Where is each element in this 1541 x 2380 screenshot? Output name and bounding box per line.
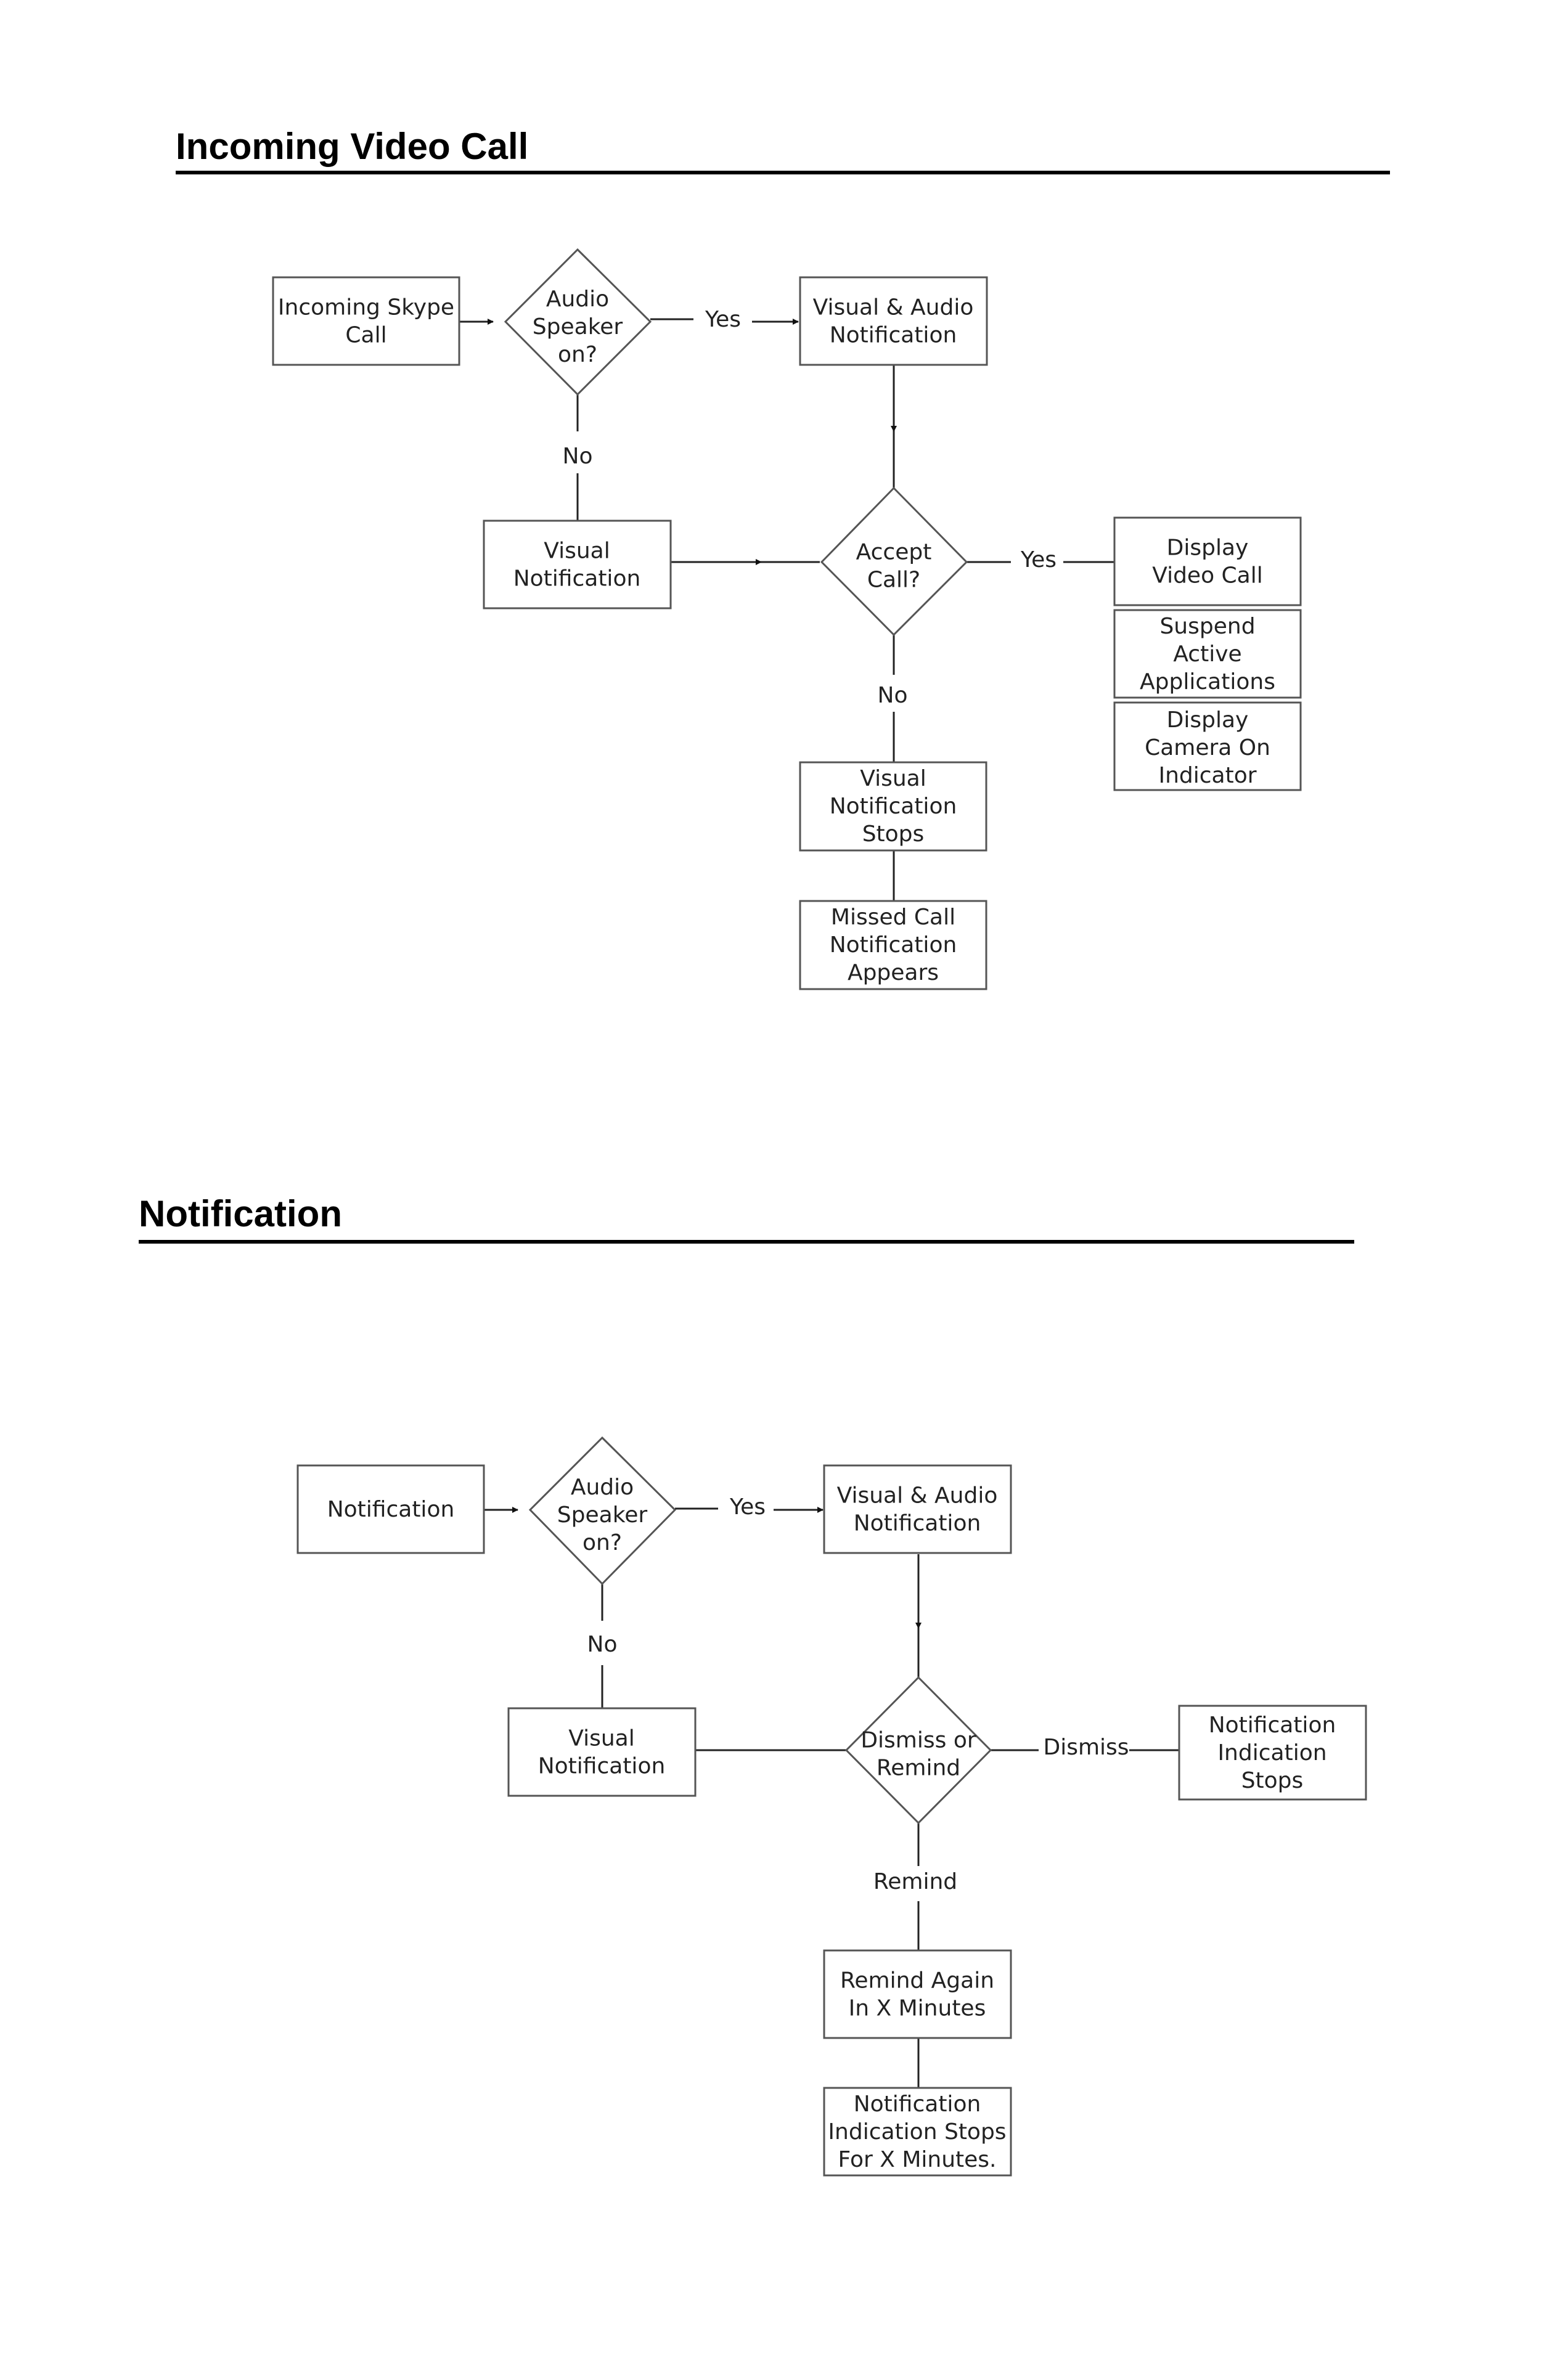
node-label: Dismiss or Remind — [860, 1728, 976, 1781]
node-label-line: Indication — [1217, 1740, 1326, 1766]
node-label-line: Notification — [513, 566, 641, 592]
section-title-incoming-video-call: Incoming Video Call — [176, 126, 528, 167]
node-label-line: Notification — [327, 1497, 455, 1522]
node-label: Notification — [327, 1497, 455, 1522]
node-label-line: Remind — [877, 1756, 960, 1781]
label-remind: Remind — [873, 1869, 957, 1894]
node-label-line: Appears — [848, 960, 939, 985]
node-label-line: In X Minutes — [849, 1996, 986, 2021]
node-label-line: Display — [1167, 707, 1249, 733]
node-label-line: Camera On — [1145, 735, 1270, 760]
node-label-line: Notification — [538, 1754, 666, 1779]
node-label-line: Applications — [1140, 669, 1275, 695]
node-label-line: on? — [558, 342, 597, 367]
node-label-line: Notification — [854, 1511, 981, 1536]
node-label-line: Display — [1167, 536, 1249, 561]
node-label-line: on? — [582, 1530, 622, 1555]
node-label-line: Stops — [1241, 1768, 1304, 1793]
label-no: No — [878, 683, 908, 708]
node-label-line: Indicator — [1158, 763, 1256, 788]
node-label-line: Speaker — [533, 314, 623, 340]
node-label-line: For X Minutes. — [838, 2147, 997, 2172]
node-label-line: Notification — [1209, 1713, 1336, 1738]
node-label-line: Call? — [867, 568, 920, 593]
node-label-line: Visual — [544, 539, 610, 564]
node-notification: Notification — [296, 1464, 485, 1554]
node-label-line: Indication Stops — [828, 2119, 1006, 2145]
label-no: No — [587, 1632, 618, 1657]
node-label-line: Notification — [854, 2092, 981, 2117]
node-label-line: Missed Call — [831, 905, 955, 930]
node-label-line: Notification — [830, 932, 957, 958]
connectors-section1 — [459, 318, 1124, 908]
node-label-line: Remind Again — [840, 1968, 994, 1994]
node-label-line: Suspend — [1159, 614, 1255, 639]
section-title-notification: Notification — [139, 1193, 342, 1234]
label-yes: Yes — [729, 1494, 766, 1520]
node-label-line: Notification — [830, 323, 957, 348]
label-yes: Yes — [1020, 547, 1057, 573]
node-label-line: Video Call — [1152, 563, 1263, 589]
node-label-line: Audio — [546, 287, 609, 312]
node-label-line: Dismiss or — [860, 1728, 976, 1753]
node-label-line: Active — [1173, 642, 1241, 667]
label-dismiss: Dismiss — [1043, 1735, 1129, 1760]
node-label-line: Notification — [830, 794, 957, 819]
node-dismiss-or-remind-decision: Dismiss or Remind — [844, 1676, 992, 1825]
node-label-line: Audio — [571, 1475, 634, 1500]
node-label-line: Accept — [856, 540, 932, 565]
node-label-line: Visual — [860, 766, 926, 791]
node-label-line: Stops — [862, 821, 925, 847]
node-label-line: Visual & Audio — [837, 1483, 998, 1509]
label-no: No — [563, 444, 593, 469]
node-label-line: Incoming Skype — [278, 295, 454, 320]
node-label-line: Call — [345, 323, 386, 348]
label-yes: Yes — [705, 307, 741, 332]
node-label-line: Speaker — [557, 1502, 648, 1528]
node-label-line: Visual & Audio — [813, 295, 974, 320]
node-label-line: Visual — [568, 1726, 634, 1751]
